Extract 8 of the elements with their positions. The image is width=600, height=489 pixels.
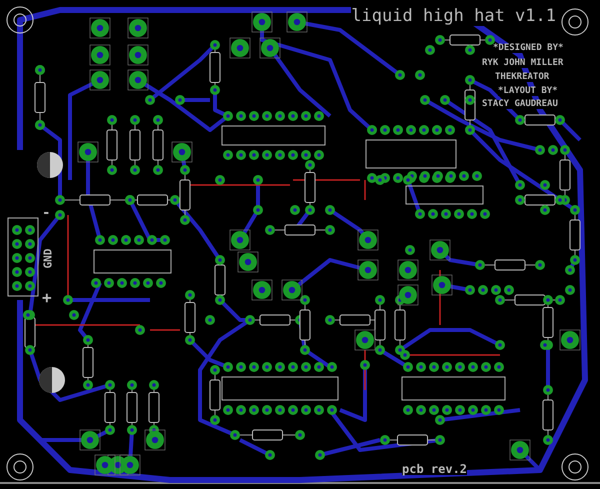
silkscreen-label: RYK JOHN MILLER [482,59,564,68]
board-title: liquid high hat v1.1 [351,6,556,26]
silkscreen-label: *LAYOUT BY* [498,87,558,96]
silkscreen-label: THEKREATOR [495,73,550,82]
silkscreen-label: GND [42,248,54,268]
silkscreen-label: STACY GAUDREAU [482,100,558,109]
silkscreen-label: *DESIGNED BY* [493,44,564,53]
silkscreen-label: pcb rev.2 [402,463,468,475]
